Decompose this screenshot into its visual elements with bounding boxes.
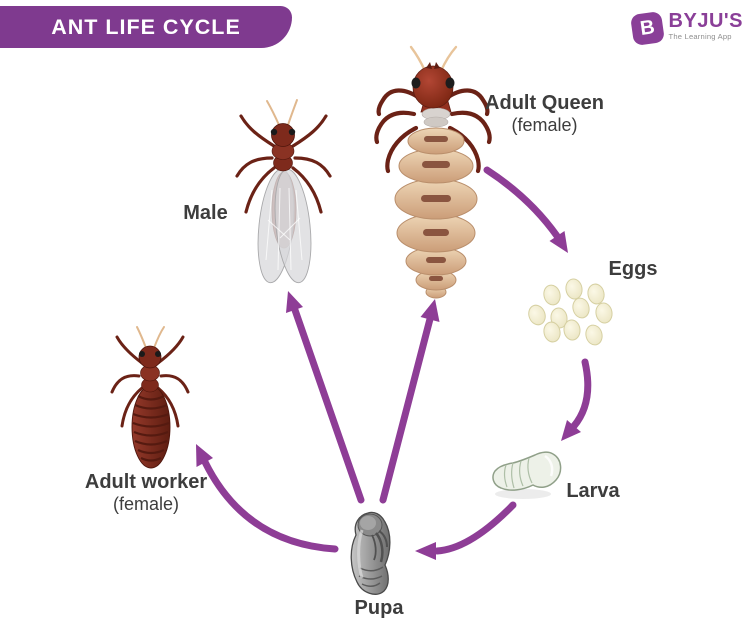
label-adult-worker-title: Adult worker: [84, 471, 208, 493]
label-adult-worker: Adult worker (female): [48, 471, 244, 515]
label-pupa: Pupa: [329, 597, 429, 620]
byjus-logo-tagline: The Learning App: [668, 32, 732, 41]
label-larva: Larva: [548, 480, 638, 503]
arrow-larva-to-pupa: [415, 501, 517, 560]
label-male-title: Male: [183, 202, 228, 224]
label-male: Male: [158, 202, 253, 225]
label-larva-title: Larva: [566, 480, 620, 502]
byjus-logo: B BYJU'S The Learning App: [629, 10, 743, 47]
label-adult-queen-sub: (female): [511, 115, 578, 135]
larva-illustration: [492, 451, 562, 499]
label-adult-worker-sub: (female): [112, 494, 179, 514]
label-pupa-title: Pupa: [354, 597, 404, 619]
label-adult-queen-title: Adult Queen: [485, 92, 604, 114]
title-banner: ANT LIFE CYCLE: [0, 6, 292, 48]
adult-queen-illustration: [374, 45, 492, 299]
byjus-logo-text: BYJU'S The Learning App: [669, 11, 743, 41]
arrow-pupa-to-male: [286, 291, 365, 504]
pupa-illustration: [350, 511, 391, 595]
arrow-pupa-to-queen: [379, 299, 440, 504]
label-eggs: Eggs: [588, 258, 678, 281]
male-illustration: [235, 99, 332, 284]
byjus-logo-name: BYJU'S: [668, 10, 743, 32]
eggs-illustration: [528, 278, 613, 346]
label-eggs-title: Eggs: [608, 258, 658, 280]
label-adult-queen: Adult Queen (female): [462, 92, 627, 136]
arrow-queen-to-eggs: [483, 166, 568, 253]
arrow-pupa-to-worker: [196, 444, 339, 553]
arrow-eggs-to-larva: [561, 358, 592, 441]
page-title: ANT LIFE CYCLE: [51, 14, 241, 39]
adult-worker-illustration: [110, 326, 190, 469]
